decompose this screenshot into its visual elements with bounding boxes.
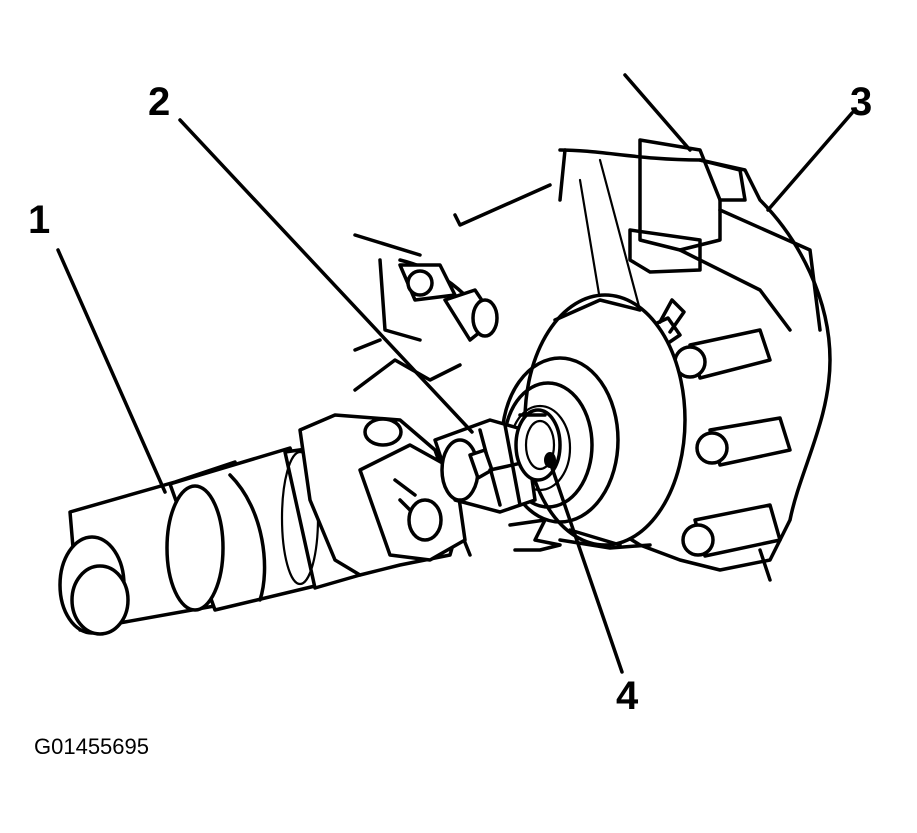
intermediate-shaft — [58, 443, 362, 636]
dust-boot — [500, 293, 687, 550]
leader-line-4 — [548, 460, 624, 674]
leader-line-2 — [178, 118, 474, 434]
mounting-bracket — [353, 183, 622, 557]
callout-4: 4 — [616, 674, 639, 718]
leader-lines — [56, 111, 854, 674]
callout-3: 3 — [850, 80, 873, 124]
callout-2: 2 — [148, 80, 171, 124]
leader-line-3 — [766, 111, 854, 212]
steering-gear-housing — [558, 73, 832, 582]
figure-id: G01455695 — [34, 734, 149, 759]
leader-line-1 — [56, 248, 167, 494]
universal-joint-yoke — [298, 413, 467, 577]
callout-1: 1 — [28, 198, 51, 242]
